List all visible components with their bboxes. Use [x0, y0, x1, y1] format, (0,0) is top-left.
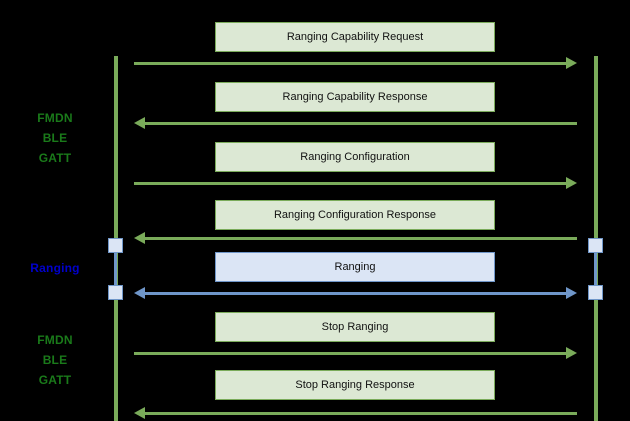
message-box-stop-ranging-response: Stop Ranging Response — [215, 370, 495, 400]
arrow-head-right-icon — [566, 177, 577, 189]
arrow-shaft — [134, 352, 567, 355]
arrow-head-left-icon — [134, 407, 145, 419]
message-box-stop-ranging: Stop Ranging — [215, 312, 495, 342]
message-box-ranging-capability-request: Ranging Capability Request — [215, 22, 495, 52]
message-box-ranging-capability-response: Ranging Capability Response — [215, 82, 495, 112]
phase-label-line: BLE — [42, 131, 68, 145]
message-arrow-ranging-configuration — [134, 176, 577, 190]
message-label: Ranging Configuration Response — [273, 209, 437, 221]
phase-label-ranging: Ranging — [0, 258, 110, 278]
message-label: Stop Ranging Response — [295, 379, 415, 391]
phase-label-line: GATT — [38, 151, 72, 165]
activation-box-right-start — [588, 238, 603, 253]
message-label: Ranging — [334, 261, 376, 273]
activation-box-left-end — [108, 285, 123, 300]
message-box-ranging: Ranging — [215, 252, 495, 282]
activation-box-left-start — [108, 238, 123, 253]
phase-label-line: FMDN — [37, 111, 73, 125]
activation-line-left — [114, 245, 117, 293]
arrow-shaft — [144, 292, 567, 295]
arrow-shaft — [144, 122, 577, 125]
message-arrow-ranging-bidirectional — [134, 286, 577, 300]
message-label: Ranging Capability Response — [282, 91, 428, 103]
phase-label-line: BLE — [42, 353, 68, 367]
message-arrow-ranging-capability-response — [134, 116, 577, 130]
phase-label-line: GATT — [38, 373, 72, 387]
message-label: Ranging Configuration — [300, 151, 410, 163]
message-arrow-stop-ranging — [134, 346, 577, 360]
arrow-head-left-icon — [134, 117, 145, 129]
arrow-shaft — [134, 62, 567, 65]
message-arrow-ranging-configuration-response — [134, 231, 577, 245]
message-box-ranging-configuration-response: Ranging Configuration Response — [215, 200, 495, 230]
arrow-shaft — [134, 182, 567, 185]
phase-label-line: FMDN — [37, 333, 73, 347]
arrow-head-right-icon — [566, 287, 577, 299]
message-box-ranging-configuration: Ranging Configuration — [215, 142, 495, 172]
message-label: Stop Ranging — [321, 321, 389, 333]
arrow-head-left-icon — [134, 232, 145, 244]
activation-line-right — [594, 245, 597, 293]
arrow-shaft — [144, 412, 577, 415]
arrow-shaft — [144, 237, 577, 240]
phase-label-line: Ranging — [30, 261, 80, 275]
phase-label-fmdn-ble-gatt-bottom: FMDN BLE GATT — [0, 330, 110, 390]
message-label: Ranging Capability Request — [286, 31, 424, 43]
arrow-head-left-icon — [134, 287, 145, 299]
arrow-head-right-icon — [566, 57, 577, 69]
activation-box-right-end — [588, 285, 603, 300]
phase-label-fmdn-ble-gatt-top: FMDN BLE GATT — [0, 108, 110, 168]
message-arrow-stop-ranging-response — [134, 406, 577, 420]
message-arrow-ranging-capability-request — [134, 56, 577, 70]
arrow-head-right-icon — [566, 347, 577, 359]
